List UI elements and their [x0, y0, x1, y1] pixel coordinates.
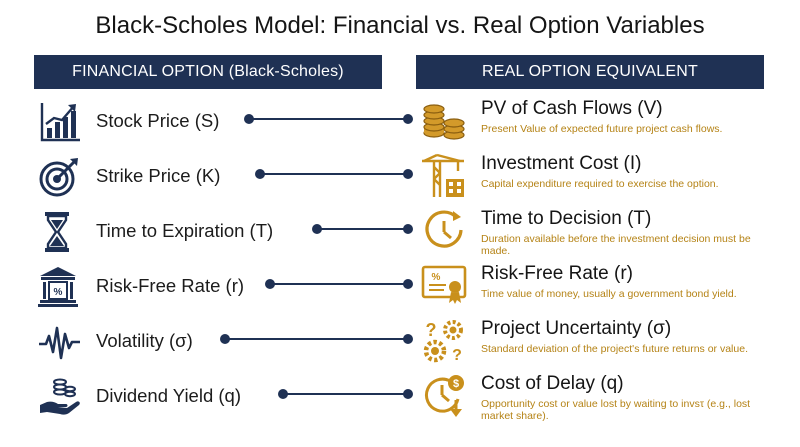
real-variable-label: Risk-Free Rate (r)	[481, 263, 634, 284]
mapping-row-stock-price: Stock Price (S) PV of Cash Flows (V) Pre…	[0, 98, 800, 148]
connector-line	[260, 173, 407, 175]
financial-variable-label: Volatility (σ)	[96, 330, 193, 351]
connector-dot-right	[403, 114, 413, 124]
real-variable-label: Investment Cost (I)	[481, 153, 642, 174]
financial-variable-label: Time to Expiration (T)	[96, 220, 274, 241]
bond-certificate-icon: %	[420, 263, 468, 309]
connector-dot-left	[255, 169, 265, 179]
real-variable-label: Project Uncertainty (σ)	[481, 318, 672, 339]
connector-dot-right	[403, 334, 413, 344]
financial-variable-label: Stock Price (S)	[96, 110, 220, 131]
crane-building-icon	[420, 153, 468, 199]
page-title: Black-Scholes Model: Financial vs. Real …	[95, 12, 705, 39]
real-variable-label: Cost of Delay (q)	[481, 373, 624, 394]
connector-dot-left	[244, 114, 254, 124]
connector-line	[317, 228, 407, 230]
hand-coins-icon	[38, 375, 82, 419]
connector-dot-left	[312, 224, 322, 234]
svg-text:?: ?	[452, 347, 462, 364]
real-option-header: REAL OPTION EQUIVALENT	[416, 55, 764, 89]
svg-text:%: %	[54, 287, 63, 298]
real-variable-description: Time value of money, usually a governmen…	[481, 288, 737, 300]
mapping-row-risk-free-rate: % Risk-Free Rate (r) % Risk-Free Rate (r…	[0, 263, 800, 313]
real-variable-description: Duration available before the investment…	[481, 233, 751, 257]
financial-option-header: FINANCIAL OPTION (Black-Scholes)	[34, 55, 382, 89]
connector-line	[283, 393, 407, 395]
mapping-row-time-to-expiration: Time to Expiration (T) Time to Decision …	[0, 208, 800, 258]
real-variable-description: Capital expenditure required to exercise…	[481, 178, 719, 190]
financial-variable-label: Risk-Free Rate (r)	[96, 275, 245, 296]
real-variable-description: Standard deviation of the project's futu…	[481, 343, 748, 355]
svg-text:?: ?	[426, 320, 437, 340]
hourglass-icon	[38, 210, 82, 254]
connector-line	[225, 338, 407, 340]
connector-dot-left	[278, 389, 288, 399]
coin-stack-icon	[420, 98, 468, 144]
connector-line	[270, 283, 407, 285]
real-variable-label: PV of Cash Flows (V)	[481, 98, 663, 119]
financial-variable-label: Dividend Yield (q)	[96, 385, 241, 406]
target-icon	[38, 155, 82, 199]
real-variable-description: Present Value of expected future project…	[481, 123, 723, 135]
connector-dot-left	[220, 334, 230, 344]
connector-dot-right	[403, 389, 413, 399]
mapping-row-volatility: Volatility (σ) ? ? Project Uncertainty (…	[0, 318, 800, 368]
svg-text:$: $	[453, 378, 459, 390]
clock-icon	[420, 208, 468, 254]
connector-line	[249, 118, 407, 120]
mapping-row-dividend-yield: Dividend Yield (q) $ Cost of Delay (q) O…	[0, 373, 800, 423]
connector-dot-right	[403, 224, 413, 234]
connector-dot-right	[403, 279, 413, 289]
stock-chart-icon	[38, 100, 82, 144]
bank-icon: %	[38, 265, 82, 309]
real-variable-description: Opportunity cost or value lost by waitin…	[481, 398, 751, 422]
question-gears-icon: ? ?	[420, 318, 468, 364]
real-variable-label: Time to Decision (T)	[481, 208, 652, 229]
clock-dollar-icon: $	[420, 373, 468, 419]
mapping-row-strike-price: Strike Price (K) Investment Cost (I) Cap…	[0, 153, 800, 203]
connector-dot-right	[403, 169, 413, 179]
pulse-wave-icon	[38, 320, 82, 364]
financial-variable-label: Strike Price (K)	[96, 165, 221, 186]
svg-text:%: %	[432, 272, 441, 283]
connector-dot-left	[265, 279, 275, 289]
